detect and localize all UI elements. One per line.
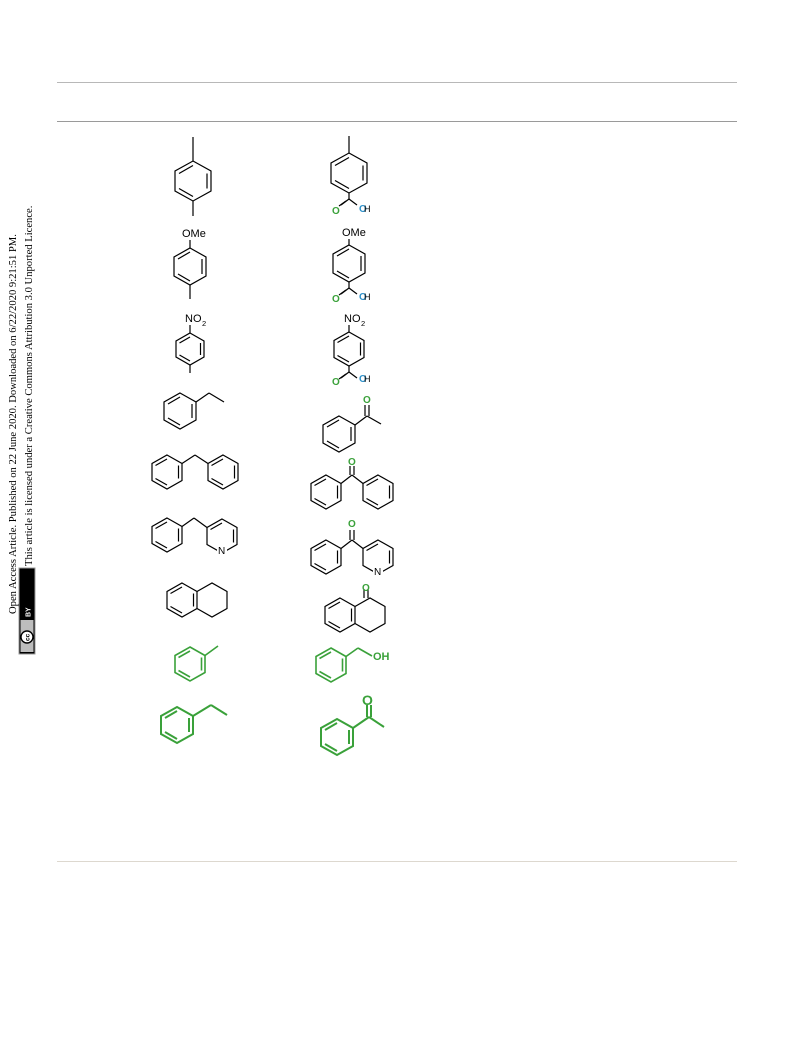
- cc-by-badge[interactable]: cc BY: [18, 567, 36, 655]
- substrate-diphenylmethane: [151, 454, 239, 490]
- substrate-ethylbenzene: [163, 392, 225, 430]
- hydroxyl-o-label: O: [359, 204, 367, 215]
- carbonyl-oxygen-label: O: [348, 457, 356, 468]
- methoxy-label: OMe: [342, 227, 366, 239]
- pyridine-nitrogen-label: N: [374, 567, 381, 578]
- substrate-tetralin: [166, 582, 228, 618]
- hydroxyl-o-label: O: [359, 374, 367, 385]
- pyridine-nitrogen-label: N: [218, 546, 225, 557]
- product-p-toluic-acid: O O H: [330, 136, 371, 217]
- product-benzophenone: O: [310, 457, 394, 510]
- substrate-ethylbenzene-highlighted: [160, 704, 228, 745]
- substrate-3-benzylpyridine: N: [151, 517, 238, 557]
- carbonyl-oxygen-label: O: [362, 692, 373, 708]
- license-line-2: This article is licensed under a Creativ…: [24, 206, 35, 566]
- hydroxyl-o-label: O: [359, 292, 367, 303]
- product-phenyl-pyridyl-ketone: O N: [310, 519, 394, 578]
- hydroxyl-h-label: H: [364, 204, 371, 214]
- open-access-line-1: Open Access Article. Published on 22 Jun…: [8, 234, 19, 614]
- table-bottom-rule: [57, 861, 737, 862]
- nitro-label: NO: [344, 313, 361, 325]
- product-acetophenone: O: [322, 395, 382, 453]
- substrate-4-nitrotoluene: NO 2: [175, 313, 206, 373]
- carbonyl-oxygen-label: O: [332, 294, 340, 305]
- hydroxyl-label: OH: [373, 651, 390, 663]
- product-p-anisic-acid: OMe O O H: [332, 227, 371, 305]
- carbonyl-oxygen-label: O: [362, 583, 370, 594]
- by-logo-text: BY: [26, 607, 33, 617]
- carbonyl-oxygen-label: O: [363, 395, 371, 406]
- carbonyl-oxygen-label: O: [332, 206, 340, 217]
- cc-logo-text: cc: [25, 633, 32, 641]
- product-1-tetralone: O: [324, 583, 386, 633]
- hydroxyl-h-label: H: [364, 374, 371, 384]
- methoxy-label: OMe: [182, 228, 206, 240]
- table-header-rule: [57, 121, 737, 122]
- substrate-p-xylene: [174, 137, 212, 216]
- product-4-nitrobenzoic-acid: NO 2 O O H: [332, 313, 371, 388]
- open-access-sidebar: Open Access Article. Published on 22 Jun…: [8, 206, 36, 655]
- hydroxyl-h-label: H: [364, 292, 371, 302]
- table-top-rule: [57, 82, 737, 83]
- product-benzyl-alcohol: OH: [315, 647, 390, 683]
- carbonyl-oxygen-label: O: [348, 519, 356, 530]
- substrate-toluene: [174, 645, 219, 682]
- substrate-4-methylanisole: OMe: [173, 228, 207, 299]
- product-acetophenone-highlighted: O: [320, 692, 385, 757]
- carbonyl-oxygen-label: O: [332, 377, 340, 388]
- nitro-label: NO: [185, 313, 202, 325]
- cc-logo-icon: [20, 630, 34, 644]
- nitro-subscript: 2: [202, 319, 206, 328]
- nitro-subscript: 2: [361, 319, 365, 328]
